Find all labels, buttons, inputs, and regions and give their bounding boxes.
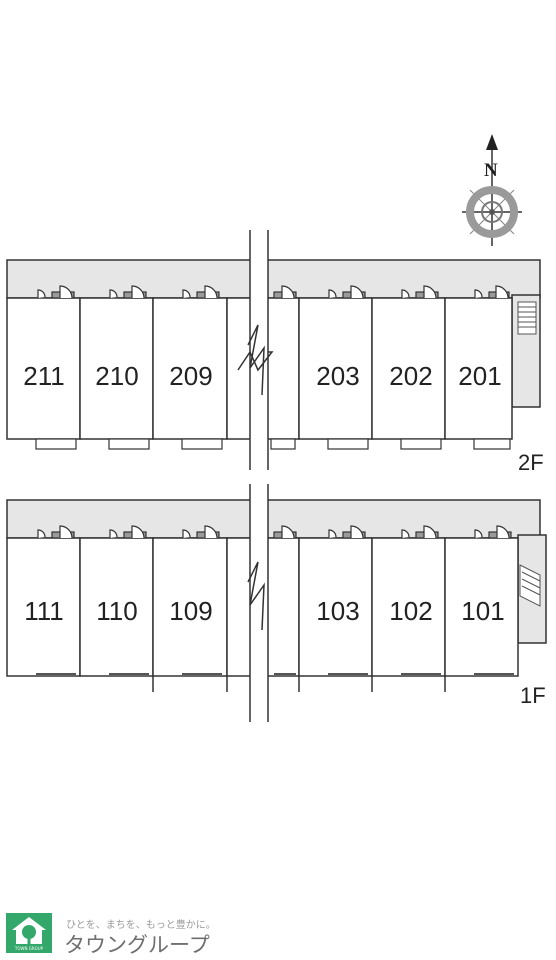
omission-break-1f: [247, 484, 269, 722]
unit-label: 102: [389, 596, 432, 626]
logo-name: タウングループ: [64, 933, 210, 957]
unit-102: [371, 537, 446, 677]
omission-break-2f: [237, 230, 274, 470]
unit-label: 211: [23, 361, 64, 391]
stairs-icon: [519, 564, 541, 607]
unit-label: 209: [169, 361, 212, 391]
floor-2f: 211 210 209 203 202 201 2F: [6, 259, 544, 475]
logo-mark-text: TOWN GROUP: [14, 946, 44, 951]
north-label: N: [484, 160, 498, 181]
unit-label: 202: [389, 361, 432, 391]
unit-103: [298, 537, 373, 677]
unit-109: [152, 537, 228, 677]
balconies-2f: [35, 438, 511, 450]
floor-label-1f: 1F: [520, 683, 546, 708]
door-icons-1f: [37, 525, 512, 539]
logo-tagline: ひとを、まちを、もっと豊かに。: [66, 918, 216, 931]
unit-210: [79, 297, 154, 440]
unit-110: [79, 537, 154, 677]
unit-211: [6, 297, 81, 440]
floor-label-2f: 2F: [518, 450, 544, 475]
unit-label: 103: [316, 596, 359, 626]
unit-label: 101: [461, 596, 504, 626]
stairs-icon: [517, 301, 537, 335]
unit-101: [444, 537, 519, 677]
partition-stubs-1f: [152, 676, 446, 692]
door-icons-2f: [37, 285, 510, 299]
unit-label: 110: [96, 596, 137, 626]
house-tree-logo-icon: [6, 913, 52, 953]
unit-label: 203: [316, 361, 359, 391]
compass-rose-icon: [462, 134, 522, 246]
floor-1f: 111 110 109 103 102 101 1F: [6, 499, 547, 708]
unit-209: [152, 297, 228, 440]
unit-202: [371, 297, 446, 440]
unit-201: [444, 297, 513, 440]
unit-label: 111: [24, 596, 64, 626]
unit-label: 109: [169, 596, 212, 626]
unit-label: 201: [458, 361, 501, 391]
unit-label: 210: [95, 361, 138, 391]
